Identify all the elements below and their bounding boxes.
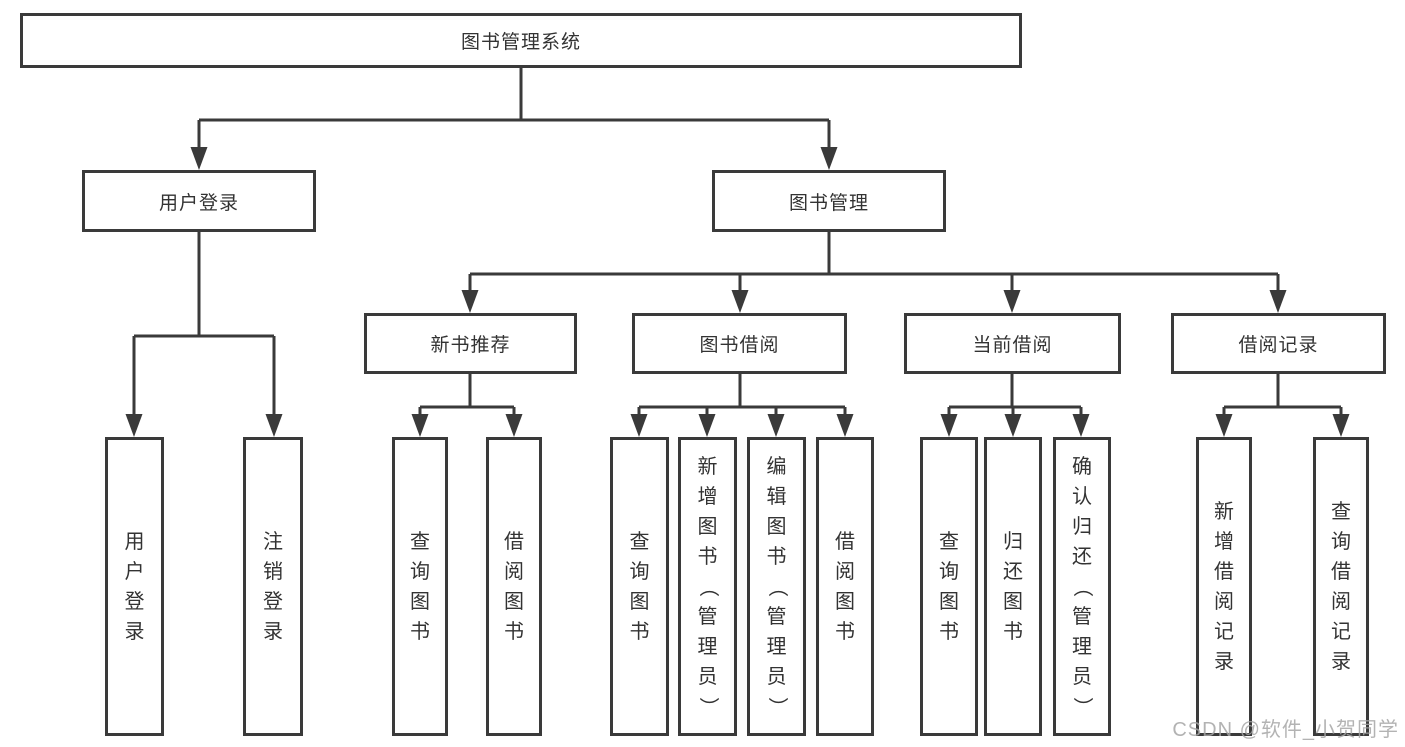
node-label: 当前借阅 xyxy=(972,335,1053,356)
connector-bookmgmt-fan xyxy=(468,232,1280,295)
connector-record-fan xyxy=(1222,374,1343,420)
leaf-record-query-record: 查询借阅记录 xyxy=(1313,437,1369,736)
leaf-bookborrow-query-book: 查询图书 xyxy=(610,437,669,736)
connector-paths xyxy=(132,68,1343,420)
node-label: 编辑图书（管理员） xyxy=(765,455,788,717)
node-user-login: 用户登录 xyxy=(82,170,316,232)
node-book-borrowing: 图书借阅 xyxy=(632,313,847,374)
leaf-current-confirm-return-admin: 确认归还（管理员） xyxy=(1053,437,1111,736)
arrowhead-icon xyxy=(125,414,143,437)
arrowhead-icon xyxy=(461,290,479,313)
connector-root-fan xyxy=(197,68,831,150)
arrowhead-icon xyxy=(731,290,749,313)
node-new-book-recommendation: 新书推荐 xyxy=(364,313,577,374)
node-label: 查询图书 xyxy=(410,530,430,643)
node-label: 查询图书 xyxy=(939,530,959,643)
node-borrowing-records: 借阅记录 xyxy=(1171,313,1386,374)
node-current-borrowing: 当前借阅 xyxy=(904,313,1121,374)
node-root-system: 图书管理系统 xyxy=(20,13,1022,68)
node-label: 确认归还（管理员） xyxy=(1071,455,1093,717)
arrowhead-icon xyxy=(1004,414,1022,437)
connector-userlogin-fan xyxy=(132,232,276,418)
leaf-newbook-query-book: 查询图书 xyxy=(392,437,448,736)
arrowhead-icon xyxy=(1215,414,1233,437)
connector-arrowheads xyxy=(125,147,1350,437)
leaf-bookborrow-borrow-book: 借阅图书 xyxy=(816,437,874,736)
node-label: 用户登录 xyxy=(158,192,239,214)
arrowhead-icon xyxy=(698,414,716,437)
arrowhead-icon xyxy=(940,414,958,437)
leaf-current-query-book: 查询图书 xyxy=(920,437,978,736)
arrowhead-icon xyxy=(1072,414,1090,437)
leaf-logout-login: 注销登录 xyxy=(243,437,303,736)
node-label: 图书管理系统 xyxy=(460,32,581,53)
leaf-bookborrow-edit-book-admin: 编辑图书（管理员） xyxy=(747,437,806,736)
connector-current-fan xyxy=(947,374,1083,420)
node-label: 新增图书（管理员） xyxy=(696,455,719,717)
arrowhead-icon xyxy=(505,414,523,437)
node-label: 借阅记录 xyxy=(1238,335,1319,356)
node-label: 借阅图书 xyxy=(504,530,524,643)
node-label: 新书推荐 xyxy=(430,335,511,356)
arrowhead-icon xyxy=(820,147,838,170)
arrowhead-icon xyxy=(190,147,208,170)
arrowhead-icon xyxy=(411,414,429,437)
arrowhead-icon xyxy=(630,414,648,437)
node-label: 图书管理 xyxy=(788,192,869,214)
leaf-user-login: 用户登录 xyxy=(105,437,164,736)
leaf-newbook-borrow-book: 借阅图书 xyxy=(486,437,542,736)
arrowhead-icon xyxy=(836,414,854,437)
node-label: 借阅图书 xyxy=(835,530,855,643)
connector-newbook-fan xyxy=(418,374,516,420)
leaf-current-return-book: 归还图书 xyxy=(984,437,1042,736)
leaf-record-add-record: 新增借阅记录 xyxy=(1196,437,1252,736)
leaf-bookborrow-add-book-admin: 新增图书（管理员） xyxy=(678,437,737,736)
arrowhead-icon xyxy=(265,414,283,437)
csdn-watermark: CSDN @软件_小贺同学 xyxy=(1172,719,1399,741)
node-label: 图书借阅 xyxy=(699,335,780,356)
node-label: 查询借阅记录 xyxy=(1331,500,1351,673)
node-label: 归还图书 xyxy=(1003,530,1023,643)
arrowhead-icon xyxy=(1003,290,1021,313)
node-label: 新增借阅记录 xyxy=(1214,500,1234,673)
arrowhead-icon xyxy=(1269,290,1287,313)
node-label: 用户登录 xyxy=(124,530,145,643)
node-label: 注销登录 xyxy=(263,530,283,643)
connector-borrow-fan xyxy=(637,374,847,420)
arrowhead-icon xyxy=(1332,414,1350,437)
arrowhead-icon xyxy=(767,414,785,437)
node-label: 查询图书 xyxy=(629,530,650,643)
node-book-management: 图书管理 xyxy=(712,170,946,232)
